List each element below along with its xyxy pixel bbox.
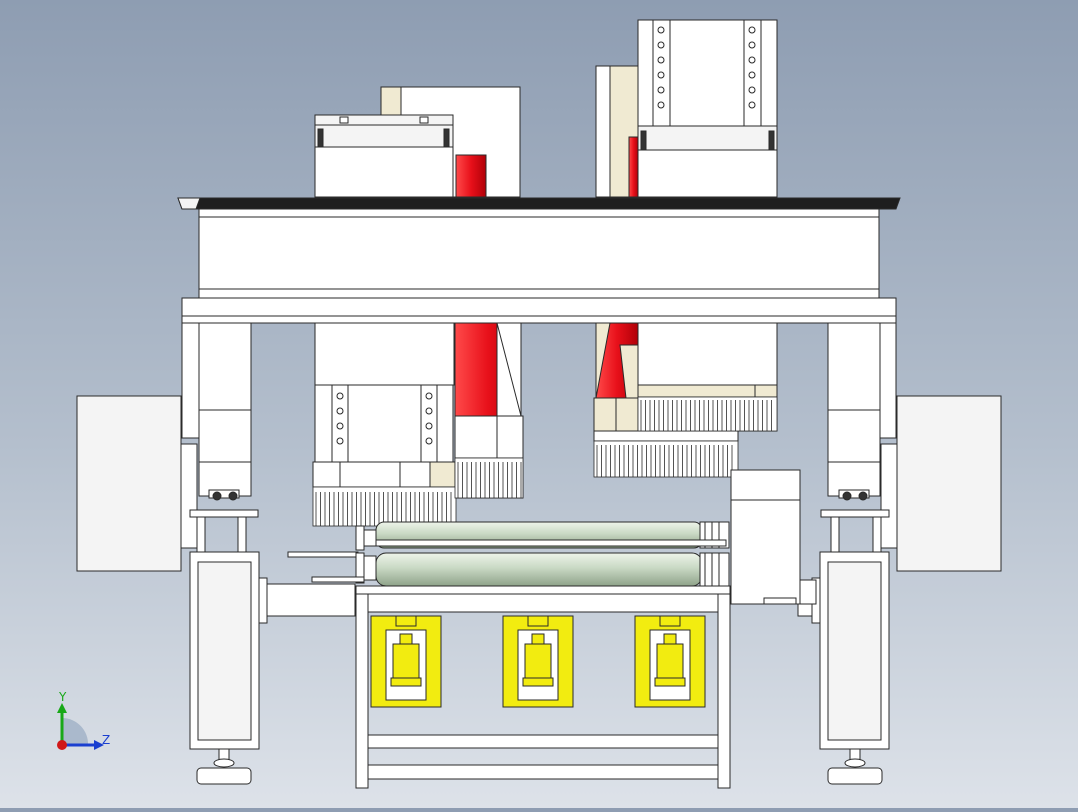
table-top-plate xyxy=(177,197,901,299)
lower-roller-frame xyxy=(355,585,731,789)
roller-gearbox xyxy=(730,469,817,605)
right-enclosure xyxy=(880,395,1002,572)
left-leg-housing xyxy=(189,551,356,785)
left-column xyxy=(181,322,259,553)
upper-left-motor-assembly xyxy=(314,86,521,198)
right-column xyxy=(820,322,897,553)
gear-rack-center-left xyxy=(454,457,524,499)
gear-rack-center-right xyxy=(593,440,739,478)
yellow-bracket-2 xyxy=(502,615,574,708)
feed-rollers xyxy=(287,521,730,587)
yellow-bracket-1 xyxy=(370,615,442,708)
triad-z-label: Z xyxy=(102,733,110,747)
triad-y-label: Y xyxy=(58,690,67,704)
x-axis-dot xyxy=(57,740,67,750)
main-crossbeam xyxy=(181,297,897,324)
right-leg-housing xyxy=(797,551,890,785)
upper-right-motor-assembly xyxy=(595,19,778,198)
left-enclosure xyxy=(76,395,198,572)
gear-rack-right-spindle xyxy=(637,396,778,432)
yellow-bracket-3 xyxy=(634,615,706,708)
gear-rack-left-spindle xyxy=(312,486,457,527)
axis-triad: Y Z xyxy=(57,690,110,750)
lower-left-spindle-unit xyxy=(312,322,524,499)
